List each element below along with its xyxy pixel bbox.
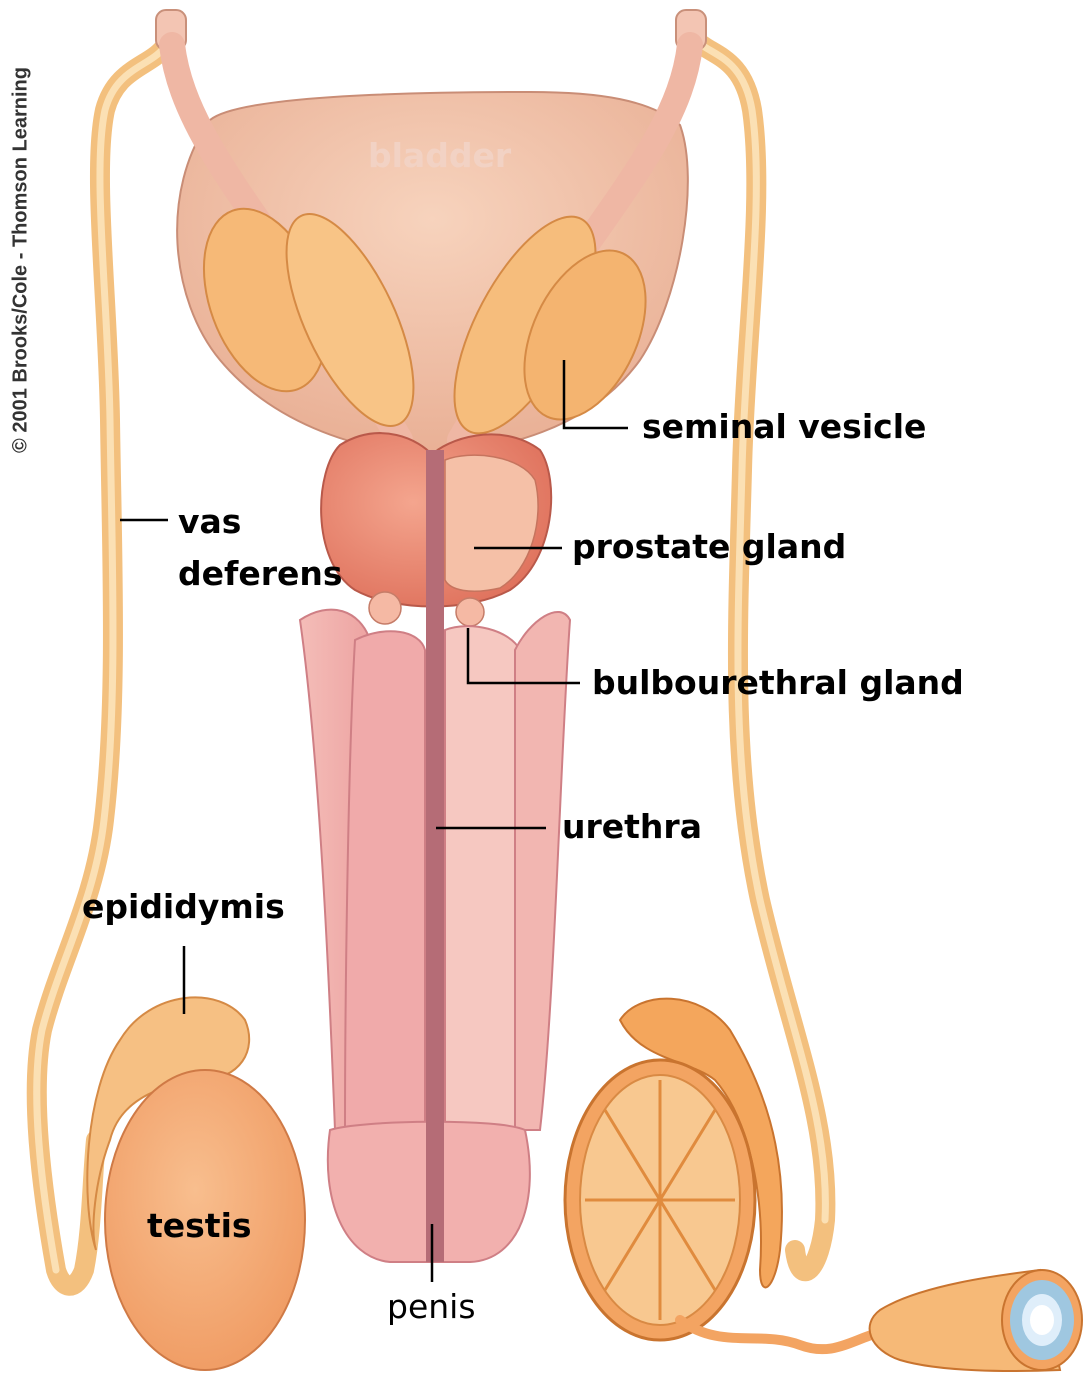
urethra — [426, 450, 444, 1262]
right-bulbourethral-gland — [456, 598, 484, 626]
label-prostate-gland: prostate gland — [572, 529, 846, 565]
label-testis: testis — [147, 1208, 252, 1244]
label-seminal-vesicle: seminal vesicle — [642, 409, 926, 445]
label-urethra: urethra — [562, 809, 702, 845]
copyright-text: © 2001 Brooks/Cole - Thomson Learning — [10, 67, 33, 453]
label-epididymis: epididymis — [82, 889, 285, 925]
label-vas-deferens-line1: vas — [178, 504, 241, 540]
label-bladder: bladder — [368, 136, 511, 175]
label-vas-deferens-line2: deferens — [178, 556, 343, 592]
left-bulbourethral-gland — [369, 592, 401, 624]
copyright-notice: © 2001 Brooks/Cole - Thomson Learning — [2, 20, 40, 500]
label-penis: penis — [387, 1289, 476, 1325]
label-bulbourethral-gland: bulbourethral gland — [592, 665, 964, 701]
